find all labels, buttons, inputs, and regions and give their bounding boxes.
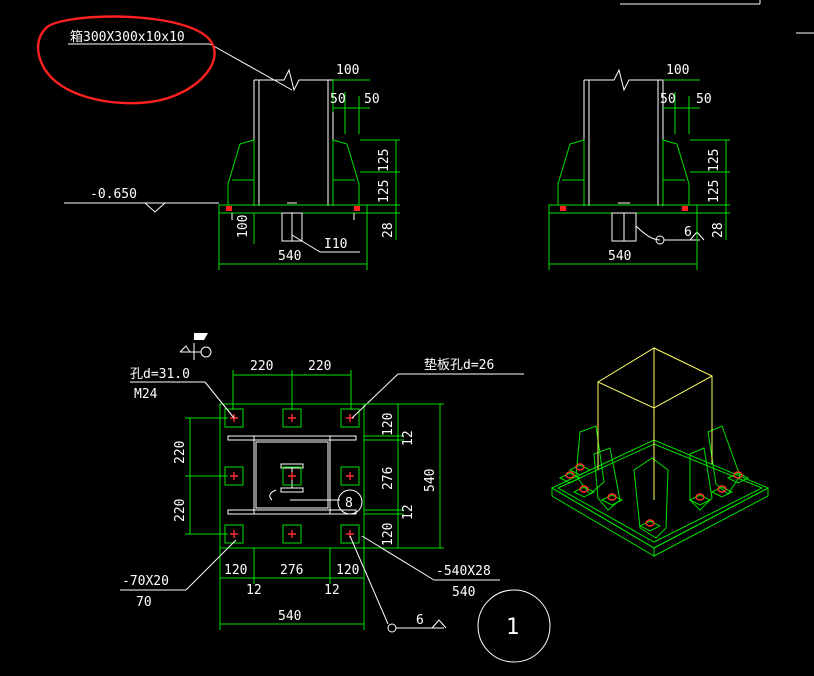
plan-dim-right-12a: 12 — [401, 430, 416, 446]
iso-bolt — [645, 519, 655, 527]
iso-bolt — [565, 471, 575, 479]
stiffener-plate-sub: 70 — [136, 595, 152, 610]
isometric-view — [550, 347, 770, 557]
plan-dim-right-120b: 120 — [381, 523, 396, 546]
plan-dim-left-220a: 220 — [173, 441, 188, 464]
hole-diameter-label: 孔d=31.0 — [130, 367, 190, 382]
detail-number-bubble: 1 — [477, 589, 551, 663]
plan-dim-bottom-12b: 12 — [324, 583, 340, 598]
left-dim-125a: 125 — [377, 149, 392, 172]
left-dim-50a: 50 — [330, 92, 346, 107]
plan-dim-left-220b: 220 — [173, 499, 188, 522]
bolt-washer-pad — [340, 408, 360, 428]
stiffener-plate-label: -70X20 — [122, 574, 169, 589]
bolt-hole-mark — [288, 414, 296, 422]
plan-dim-right-276: 276 — [381, 467, 396, 490]
plan-dim-bottom-540: 540 — [278, 609, 301, 624]
frame-fragment-top-right — [620, 0, 814, 34]
iso-bolt — [579, 485, 589, 493]
right-dim-50a: 50 — [660, 92, 676, 107]
base-plate-label: -540X28 — [436, 564, 491, 579]
iso-bolt — [733, 471, 743, 479]
left-dim-540: 540 — [278, 249, 301, 264]
right-dim-28: 28 — [711, 222, 726, 238]
plan-dim-right-12b: 12 — [401, 504, 416, 520]
elevation-label: -0.650 — [90, 187, 137, 202]
right-elevation-view: 100 50 50 125 125 28 6 540 — [548, 63, 730, 270]
section-flag-symbol — [179, 333, 212, 360]
plan-dim-top-220b: 220 — [308, 359, 331, 374]
iso-bolt — [575, 463, 585, 471]
right-dim-100-top: 100 — [666, 63, 689, 78]
left-dim-50b: 50 — [364, 92, 380, 107]
plan-dim-bottom-120b: 120 — [336, 563, 359, 578]
iso-bolt — [607, 493, 617, 501]
bolt-pads — [224, 408, 360, 544]
plan-dim-bottom-12a: 12 — [246, 583, 262, 598]
iso-bolt — [717, 485, 727, 493]
bottom-weld-size: 6 — [416, 613, 424, 628]
right-dim-540: 540 — [608, 249, 631, 264]
bolt-washer-pad — [282, 524, 302, 544]
base-plate-plan-view: 8 220 220 孔d=31.0 M24 垫板孔d=26 2 — [120, 333, 524, 633]
bolt-hole-mark — [230, 530, 238, 538]
bolt-hole-mark — [230, 472, 238, 480]
weld-circle-number: 8 — [345, 496, 353, 511]
weld-circle — [337, 489, 363, 515]
bolt-hole-mark — [288, 530, 296, 538]
spec-highlight-circle — [36, 15, 216, 105]
shear-key-label: I10 — [324, 237, 347, 252]
right-dim-50b: 50 — [696, 92, 712, 107]
left-dim-100-vertical: 100 — [236, 215, 251, 238]
bolt-hole-mark — [346, 414, 354, 422]
right-weld-size: 6 — [684, 225, 692, 240]
detail-number: 1 — [506, 615, 519, 640]
plan-dim-bottom-276: 276 — [280, 563, 303, 578]
column-spec-label: 箱300X300x10x10 — [70, 29, 185, 45]
bolt-washer-pad — [340, 466, 360, 486]
column-spec-annotation: 箱300X300x10x10 — [36, 15, 293, 105]
plan-dim-top-220a: 220 — [250, 359, 273, 374]
washer-hole-label: 垫板孔d=26 — [424, 357, 494, 373]
plan-dim-right-120a: 120 — [381, 413, 396, 436]
left-dim-125b: 125 — [377, 180, 392, 203]
bolt-washer-pad — [282, 466, 302, 486]
bolt-hole-mark — [346, 472, 354, 480]
plan-dim-bottom-120a: 120 — [224, 563, 247, 578]
left-elevation-view: -0.650 100 50 50 125 125 28 100 I10 540 — [64, 63, 400, 270]
iso-bolt — [695, 493, 705, 501]
bolt-size-label: M24 — [134, 387, 158, 402]
left-dim-100-top: 100 — [336, 63, 359, 78]
base-plate-sub: 540 — [452, 585, 475, 600]
left-dim-28: 28 — [381, 222, 396, 238]
bolt-hole-mark — [288, 472, 296, 480]
right-dim-125b: 125 — [707, 180, 722, 203]
right-dim-125a: 125 — [707, 149, 722, 172]
plan-dim-right-540: 540 — [423, 469, 438, 492]
bolt-washer-pad — [340, 524, 360, 544]
